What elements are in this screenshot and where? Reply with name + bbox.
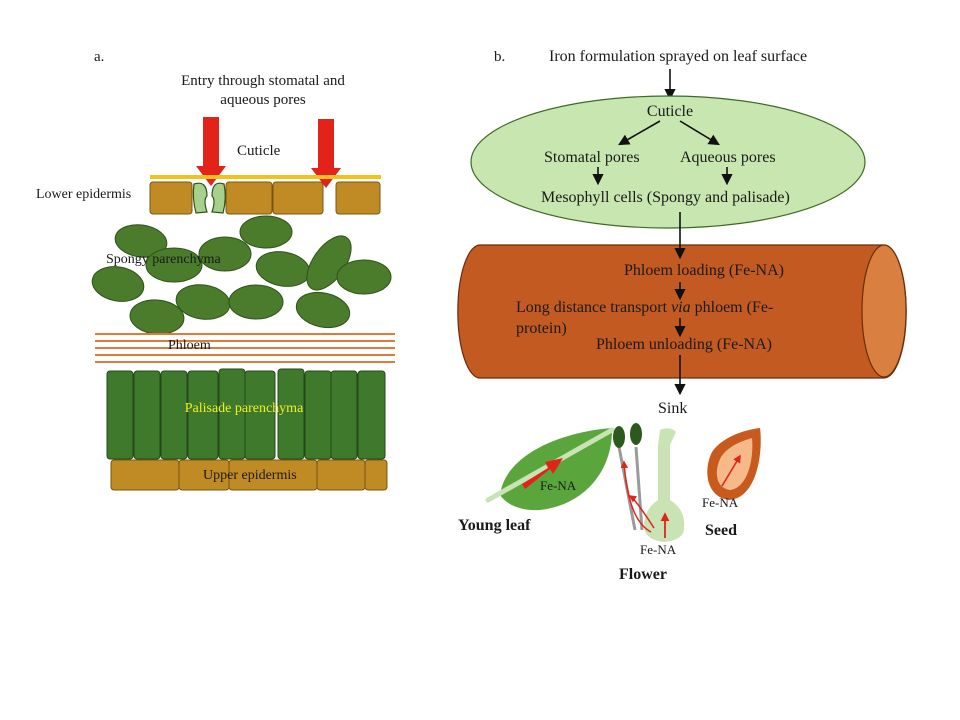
- flower-pistil: [643, 428, 685, 542]
- arrow-cuticle-to-stomatal: [618, 120, 661, 146]
- flower-filament-right: [634, 446, 644, 531]
- sink-label: Sink: [658, 400, 687, 417]
- long-distance-line2: protein): [516, 320, 567, 337]
- upper-epidermis-cells: [110, 459, 388, 491]
- flower-anther-left: [613, 426, 625, 448]
- leaf-tissue-ellipse: [470, 95, 866, 229]
- long-distance-via: via: [671, 299, 691, 316]
- palisade-label: Palisade parenchyma: [185, 401, 304, 416]
- long-distance-part3: phloem (Fe-: [691, 299, 774, 316]
- lower-epidermis-cells: [149, 181, 381, 215]
- lower-epidermis-label: Lower epidermis: [36, 187, 131, 202]
- entry-arrows: [196, 117, 341, 188]
- flower-illustration: Fe-NA: [613, 423, 685, 557]
- flower-label: Flower: [619, 566, 667, 583]
- panel-a: a. Entry through stomatal and aqueous po…: [36, 49, 395, 491]
- fe-na-flower-label: Fe-NA: [640, 542, 677, 557]
- stomata: [192, 182, 226, 214]
- entry-label-line1: Entry through stomatal and: [181, 73, 345, 89]
- flower-anther-right: [630, 423, 642, 445]
- stomatal-entry-arrow: [196, 117, 226, 186]
- phloem-label: Phloem: [168, 338, 211, 353]
- long-distance-part1: Long distance transport: [516, 299, 671, 316]
- young-leaf-red-arrow: [522, 458, 563, 489]
- phloem-unloading-label: Phloem unloading (Fe-NA): [596, 336, 772, 353]
- seed-illustration: Fe-NA: [702, 428, 761, 510]
- flower-red-path-2: [628, 495, 655, 529]
- cuticle-label-b: Cuticle: [647, 103, 693, 120]
- entry-label-line2: aqueous pores: [220, 92, 306, 108]
- seed-label: Seed: [705, 522, 737, 539]
- panel-a-letter: a.: [94, 49, 104, 65]
- young-leaf-illustration: Fe-NA: [485, 427, 615, 511]
- aqueous-pores-label: Aqueous pores: [680, 149, 776, 166]
- palisade-cells: [106, 368, 386, 460]
- phloem-lines: [95, 333, 395, 363]
- spongy-parenchyma-cells: [91, 215, 392, 335]
- spray-title: Iron formulation sprayed on leaf surface: [549, 48, 807, 65]
- young-leaf-label: Young leaf: [458, 517, 531, 534]
- flower-red-path: [620, 460, 652, 533]
- stomatal-pores-label: Stomatal pores: [544, 149, 640, 166]
- seed-red-arrow: [721, 454, 741, 487]
- cuticle-label-a: Cuticle: [237, 143, 281, 159]
- phloem-loading-label: Phloem loading (Fe-NA): [624, 262, 784, 279]
- spongy-label: Spongy parenchyma: [106, 252, 221, 267]
- panel-b: b. Iron formulation sprayed on leaf surf…: [457, 48, 907, 583]
- phloem-cylinder: [457, 244, 907, 379]
- mesophyll-label: Mesophyll cells (Spongy and palisade): [541, 189, 790, 206]
- fe-na-leaf-label: Fe-NA: [540, 478, 577, 493]
- arrow-cuticle-to-aqueous: [679, 120, 720, 146]
- upper-epidermis-label: Upper epidermis: [203, 468, 297, 483]
- panel-b-letter: b.: [494, 49, 505, 65]
- aqueous-entry-arrow: [311, 119, 341, 188]
- fe-na-seed-label: Fe-NA: [702, 495, 739, 510]
- long-distance-line1: Long distance transport via phloem (Fe-: [516, 299, 773, 316]
